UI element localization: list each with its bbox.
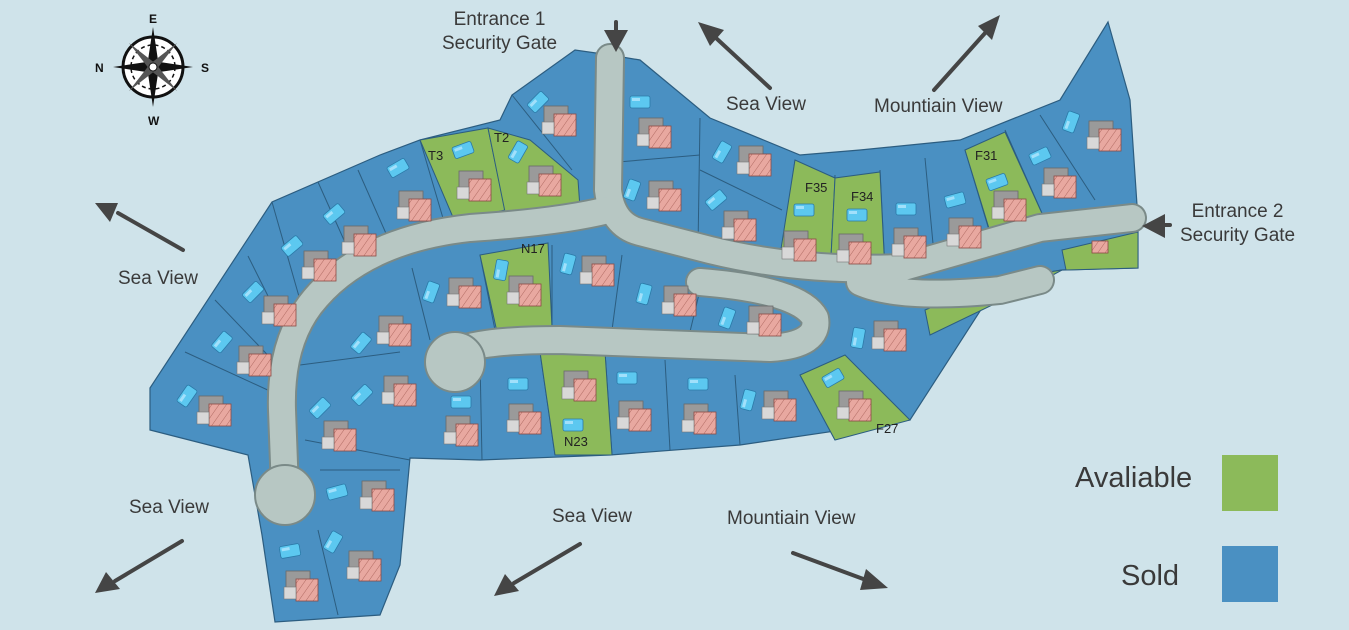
plot-label-n23: N23 (564, 434, 588, 449)
compass-n-label: N (95, 61, 104, 75)
entrance1-line2: Security Gate (442, 33, 558, 54)
mountain-view-label-top: Mountiain View (874, 96, 1003, 117)
sea-view-arrow-icon-bottom-left (95, 539, 184, 593)
sea-view-label-bottom: Sea View (552, 506, 632, 527)
gate-house (1091, 240, 1109, 254)
legend-available-label: Avaliable (1075, 462, 1193, 494)
compass-e-label: E (149, 12, 157, 26)
sea-view-label-top: Sea View (726, 94, 806, 115)
sea-view-label-left: Sea View (118, 268, 198, 289)
entrance1-arrow-icon (604, 20, 628, 52)
compass-s-label: S (201, 61, 209, 75)
sea-view-arrow-icon-top (698, 22, 772, 90)
plot-labels: T3 T2 N17 F35 F34 F31 N23 F27 (428, 130, 997, 449)
mountain-view-arrow-icon-bottom (791, 551, 888, 590)
entrance2-arrow-icon (1142, 214, 1172, 238)
compass-rose-icon: E W N S (95, 12, 209, 128)
legend-sold-label: Sold (1121, 560, 1180, 592)
entrance1-label: Entrance 1 Security Gate (442, 8, 557, 56)
cul-de-sacs (254, 331, 486, 526)
plot-label-t2: T2 (494, 130, 509, 145)
entrance2-line1: Entrance 2 (1191, 201, 1284, 222)
entrance1-line1: Entrance 1 (453, 9, 546, 30)
plot-label-f34: F34 (851, 189, 873, 204)
sea-view-label-bottom-left: Sea View (129, 497, 209, 518)
plot-label-f31: F31 (975, 148, 997, 163)
plot-label-f27: F27 (876, 421, 898, 436)
compass-w-label: W (148, 114, 160, 128)
sea-view-arrow-icon-left (95, 203, 185, 252)
mountain-view-label-bottom: Mountiain View (727, 508, 856, 529)
plot-label-f35: F35 (805, 180, 827, 195)
entrance2-line2: Security Gate (1180, 225, 1296, 246)
entrance2-label: Entrance 2 Security Gate (1180, 200, 1295, 248)
sea-view-arrow-icon-bottom (494, 542, 582, 596)
legend-available-swatch (1222, 455, 1278, 511)
direction-arrows (95, 15, 1172, 596)
plot-label-t3: T3 (428, 148, 443, 163)
mountain-view-arrow-icon-top (932, 15, 1000, 92)
legend-sold-swatch (1222, 546, 1278, 602)
plot-label-n17: N17 (521, 241, 545, 256)
